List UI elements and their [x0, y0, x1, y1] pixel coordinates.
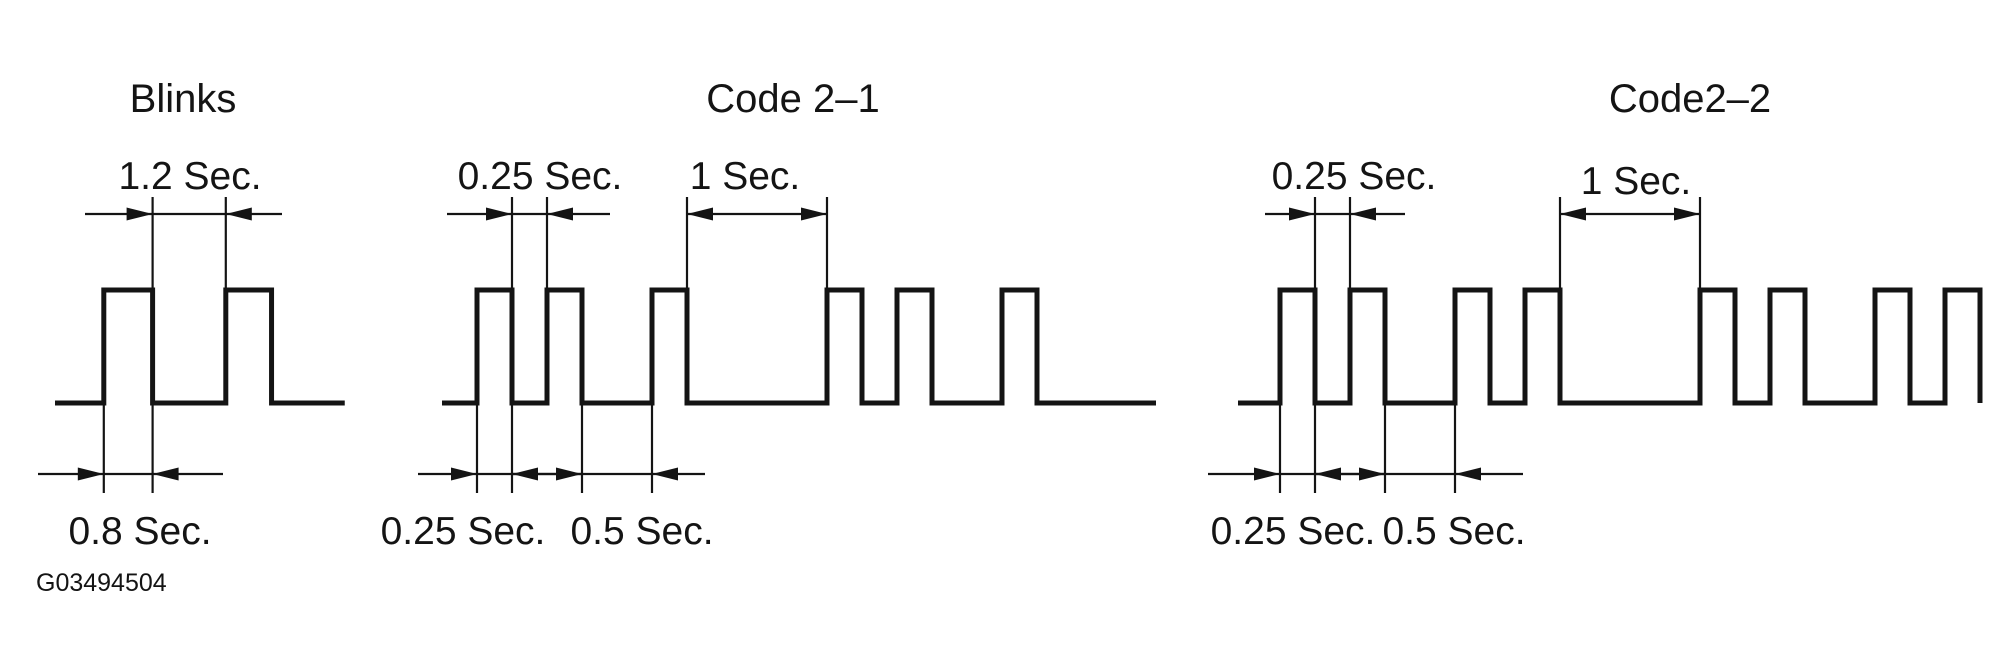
- dimension-arrowhead: [652, 467, 678, 481]
- dimension-arrowhead: [1289, 207, 1315, 221]
- dimension-arrowhead: [1359, 467, 1385, 481]
- dimension-label: 0.25 Sec.: [381, 510, 546, 553]
- dimension-label: 1 Sec.: [1581, 160, 1692, 203]
- diagram-title-code-2-2: Code2–2: [1609, 77, 1771, 121]
- dimension-arrowhead: [556, 467, 582, 481]
- diagram-title-code-2-1: Code 2–1: [706, 77, 879, 121]
- dimension-label: 0.8 Sec.: [68, 510, 211, 553]
- dimension-arrowhead: [1674, 207, 1700, 221]
- dimension-arrowhead: [126, 207, 153, 221]
- dimension-label: 1 Sec.: [690, 155, 801, 198]
- diagram-blinks: 1.2 Sec. 0.8 Sec. Blinks: [38, 77, 345, 553]
- figure-id-label: G03494504: [36, 569, 167, 597]
- dimension-label: 1.2 Sec.: [118, 155, 261, 198]
- waveform-blinks: [55, 287, 345, 406]
- dimension-arrowhead: [225, 207, 252, 221]
- dimension-label: 0.25 Sec.: [458, 155, 623, 198]
- waveform-code-2-1: [442, 287, 1156, 406]
- dimension-arrowhead: [801, 207, 827, 221]
- dimension-label: 0.25 Sec.: [1211, 510, 1376, 553]
- dimension-arrowhead: [486, 207, 512, 221]
- dimension-arrowhead: [152, 467, 179, 481]
- dimension-arrowhead: [451, 467, 477, 481]
- dimension-label: 0.5 Sec.: [1382, 510, 1525, 553]
- diagram-code-2-2: 0.25 Sec.1 Sec.0.25 Sec.0.5 Sec.Code2–2: [1208, 77, 1983, 553]
- dimension-arrowhead: [1455, 467, 1481, 481]
- diagram-code-2-1: 0.25 Sec. 1 Sec. 0.25 Sec. 0.5 Sec. Code 2–1: [381, 77, 1156, 553]
- dimension-arrowhead: [1350, 207, 1376, 221]
- dimension-arrowhead: [547, 207, 573, 221]
- dimension-label: 0.5 Sec.: [570, 510, 713, 553]
- dimension-label: 0.25 Sec.: [1272, 155, 1437, 198]
- dimension-arrowhead: [1560, 207, 1586, 221]
- dimension-arrowhead: [1254, 467, 1280, 481]
- dimension-arrowhead: [687, 207, 713, 221]
- diagram-title-blinks: Blinks: [130, 77, 237, 121]
- dimension-arrowhead: [77, 467, 104, 481]
